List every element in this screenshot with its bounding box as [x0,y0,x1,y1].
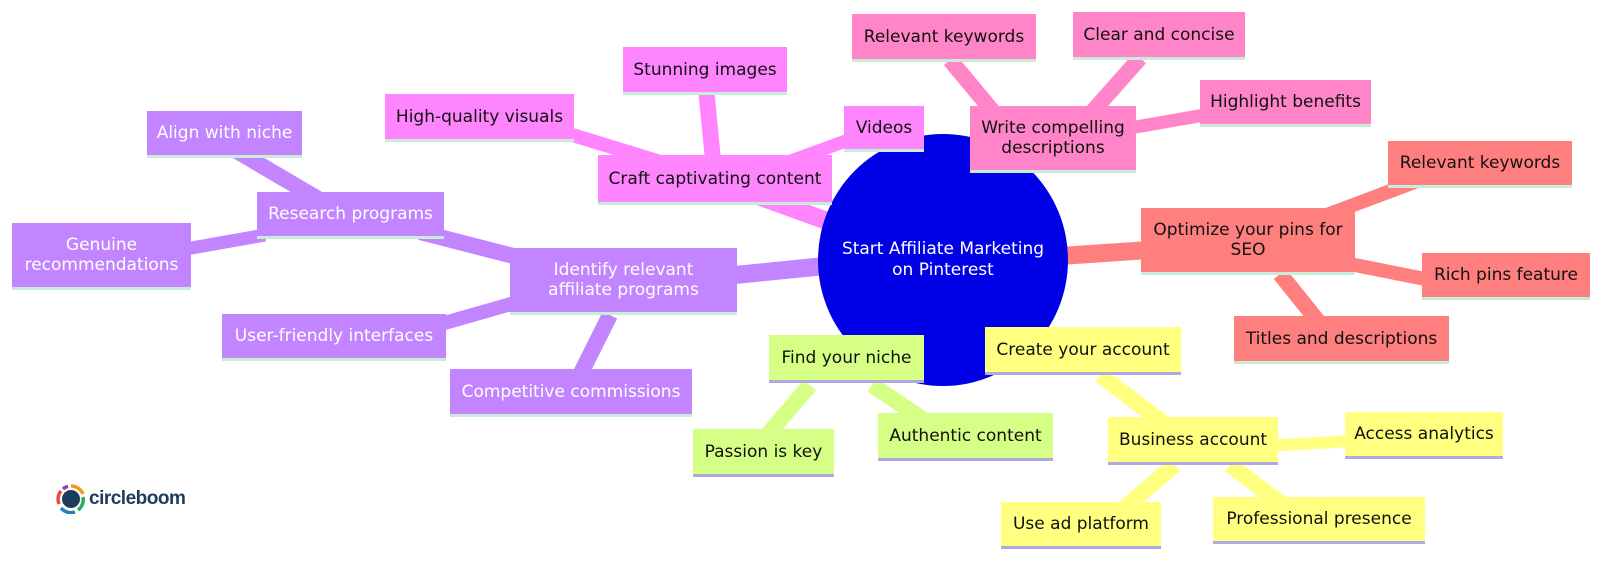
node-label: Genuine recommendations [24,235,179,275]
node-professional-presence[interactable]: Professional presence [1213,497,1425,541]
node-label: Craft captivating content [608,168,822,189]
node-business-account[interactable]: Business account [1108,417,1278,462]
root-label: Start Affiliate Marketing on Pinterest [841,239,1045,280]
node-label: Stunning images [633,59,777,80]
node-identify-programs[interactable]: Identify relevant affiliate programs [510,248,737,312]
node-seo-relevant-keywords[interactable]: Relevant keywords [1388,141,1572,185]
edge-research-genuine [178,228,267,257]
node-passion-key[interactable]: Passion is key [693,429,834,474]
node-label: Research programs [268,204,433,224]
node-label: Passion is key [704,441,823,462]
node-label: Titles and descriptions [1245,328,1438,349]
node-label: User-friendly interfaces [234,326,434,346]
edge-programs-commissions [572,311,618,379]
node-access-analytics[interactable]: Access analytics [1345,412,1503,456]
node-label: Rich pins feature [1434,265,1578,285]
node-label: Competitive commissions [461,381,681,402]
node-user-friendly-interfaces[interactable]: User-friendly interfaces [222,314,446,358]
edge-content-stunning [698,87,721,161]
node-label: Authentic content [889,425,1042,446]
edge-programs-root [734,257,826,284]
node-label: Align with niche [156,123,293,143]
node-label: Videos [855,117,913,138]
node-research-programs[interactable]: Research programs [257,192,444,236]
node-competitive-commissions[interactable]: Competitive commissions [450,369,692,414]
node-label: Access analytics [1354,424,1494,444]
node-rich-pins[interactable]: Rich pins feature [1422,253,1590,297]
node-genuine-recommendations[interactable]: Genuine recommendations [12,223,191,287]
node-label: Use ad platform [1012,514,1149,534]
circleboom-logo: circleboom [56,484,186,514]
root-node[interactable]: Start Affiliate Marketing on Pinterest [818,134,1068,386]
node-desc-relevant-keywords[interactable]: Relevant keywords [852,14,1036,59]
node-highlight-benefits[interactable]: Highlight benefits [1200,80,1371,124]
node-label: Find your niche [781,347,912,368]
circleboom-logo-text: circleboom [89,488,186,509]
node-high-quality-visuals[interactable]: High-quality visuals [385,94,574,139]
node-use-ad-platform[interactable]: Use ad platform [1001,502,1161,546]
edge-desc-benefits [1128,107,1212,135]
node-label: Identify relevant affiliate programs [548,260,699,300]
node-label: Create your account [996,339,1170,360]
edge-research-align [230,143,325,207]
node-videos[interactable]: Videos [844,106,924,149]
node-titles-descriptions[interactable]: Titles and descriptions [1234,316,1449,361]
node-label: High-quality visuals [395,106,564,127]
node-label: Optimize your pins for SEO [1153,220,1343,260]
node-label: Clear and concise [1083,24,1235,45]
node-create-account[interactable]: Create your account [985,327,1181,372]
edge-business-analytics [1264,435,1351,452]
node-label: Relevant keywords [1399,153,1561,173]
node-label: Relevant keywords [863,26,1025,47]
node-label: Write compelling descriptions [981,118,1125,158]
circleboom-logo-icon [56,484,85,514]
node-craft-content[interactable]: Craft captivating content [598,155,832,202]
node-optimize-seo[interactable]: Optimize your pins for SEO [1141,208,1355,272]
node-align-niche[interactable]: Align with niche [147,111,302,155]
node-clear-concise[interactable]: Clear and concise [1073,12,1245,57]
node-write-descriptions[interactable]: Write compelling descriptions [970,106,1136,170]
node-label: Highlight benefits [1210,92,1361,112]
edge-seo-rich [1338,255,1432,287]
edge-seo-root [1059,241,1151,265]
node-authentic-content[interactable]: Authentic content [878,413,1053,458]
node-label: Business account [1118,429,1268,450]
node-label: Professional presence [1226,509,1412,529]
node-stunning-images[interactable]: Stunning images [623,47,787,92]
node-find-niche[interactable]: Find your niche [769,335,924,380]
